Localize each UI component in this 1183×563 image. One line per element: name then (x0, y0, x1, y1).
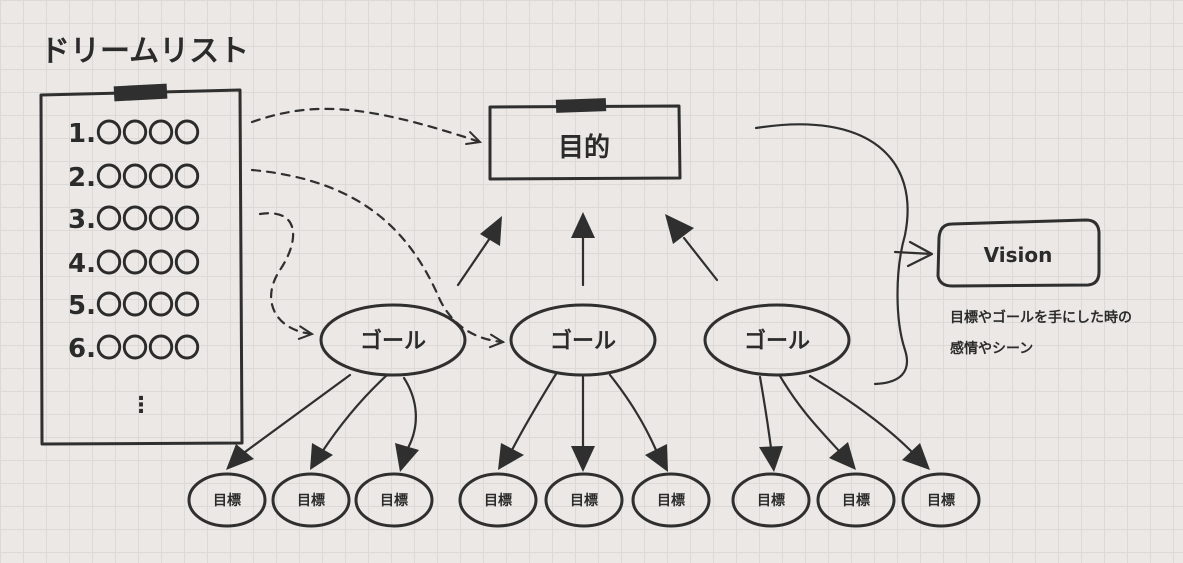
goal-node: ゴール (319, 303, 467, 377)
dream-list-item: 3.〇〇〇〇 (68, 205, 200, 235)
list-continuation: ⋮ (130, 393, 152, 418)
goal-label: ゴール (360, 328, 426, 354)
target-label: 目標 (757, 492, 785, 509)
dream-list-item: 1.〇〇〇〇 (68, 119, 200, 149)
vision-label: Vision (984, 243, 1053, 267)
tape-icon (113, 83, 168, 102)
dashed-arrow-list-to-goal-1 (258, 212, 315, 340)
target-label: 目標 (297, 492, 325, 509)
vision-note-line1: 目標やゴールを手にした時の (950, 309, 1132, 326)
target-node: 目標 (544, 472, 624, 528)
vision-bracket-curve (754, 123, 909, 386)
goal-node: ゴール (703, 303, 851, 377)
goal-label: ゴール (550, 328, 616, 354)
arrows-goals-to-purpose (456, 212, 719, 287)
target-node: 目標 (187, 472, 267, 528)
dream-list-item: 4.〇〇〇〇 (68, 249, 200, 279)
target-node: 目標 (731, 472, 811, 528)
goal-node: ゴール (509, 303, 657, 377)
dashed-arrow-list-to-goal-2 (250, 168, 506, 349)
dashed-arrow-list-to-purpose (250, 107, 483, 145)
target-node: 目標 (271, 472, 351, 528)
target-label: 目標 (842, 492, 870, 509)
goal-label: ゴール (744, 328, 810, 354)
dream-list-item: 5.〇〇〇〇 (68, 291, 200, 321)
vision-arrow-head (893, 240, 934, 268)
target-label: 目標 (657, 492, 685, 509)
arrows-goals-to-targets (226, 372, 930, 472)
dream-list-item: 6.〇〇〇〇 (68, 334, 200, 364)
dream-list-card: 1.〇〇〇〇 2.〇〇〇〇 3.〇〇〇〇 4.〇〇〇〇 5.〇〇〇〇 6.〇〇〇… (39, 83, 244, 446)
target-label: 目標 (484, 492, 512, 509)
target-label: 目標 (570, 492, 598, 509)
purpose-box: 目的 (488, 98, 682, 181)
target-node: 目標 (354, 472, 434, 528)
page-title: ドリームリスト (40, 34, 249, 69)
target-node: 目標 (816, 472, 896, 528)
target-node: 目標 (901, 472, 981, 528)
target-label: 目標 (927, 492, 955, 509)
target-label: 目標 (380, 492, 408, 509)
purpose-label: 目的 (558, 132, 610, 163)
target-label: 目標 (213, 492, 241, 509)
target-node: 目標 (458, 472, 538, 528)
target-node: 目標 (631, 472, 711, 528)
tape-icon (555, 98, 607, 113)
vision-note-line2: 感情やシーン (950, 340, 1033, 357)
dream-list-item: 2.〇〇〇〇 (68, 163, 200, 193)
vision-box: Vision (936, 218, 1101, 288)
